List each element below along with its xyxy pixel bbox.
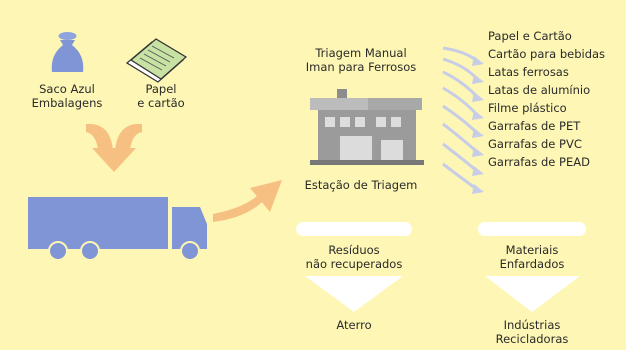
residues-funnel — [296, 222, 412, 312]
source-paper-label-line2: e cartão — [137, 96, 185, 110]
truck-to-station-arrow — [213, 180, 282, 222]
triage-title: Triagem Manual Iman para Ferrosos — [286, 46, 436, 74]
industry-label: Indústrias Recicladoras — [470, 318, 594, 346]
material-item: Latas ferrosas — [488, 65, 569, 79]
truck-icon — [28, 197, 207, 261]
material-item: Garrafas de PEAD — [488, 155, 590, 169]
paper-icon — [125, 38, 188, 83]
triage-title-line2: Iman para Ferrosos — [305, 60, 417, 74]
material-item: Filme plástico — [488, 101, 567, 115]
station-label: Estação de Triagem — [304, 178, 418, 192]
triage-title-line1: Triagem Manual — [315, 46, 407, 60]
material-item: Cartão para bebidas — [488, 47, 606, 61]
blue-bag-icon — [51, 32, 84, 72]
baled-label-line2: Enfardados — [499, 257, 565, 271]
source-paper-label: Papel e cartão — [126, 82, 196, 110]
material-stream-arrows — [442, 46, 484, 194]
industry-label-line2: Recicladoras — [495, 332, 569, 346]
source-paper-label-line1: Papel — [145, 82, 177, 96]
merge-arrow — [86, 123, 142, 172]
residues-label-line1: Resíduos — [328, 243, 380, 257]
landfill-label: Aterro — [336, 318, 372, 332]
source-bag-label-line2: Embalagens — [31, 96, 103, 110]
residues-label-line2: não recuperados — [305, 257, 403, 271]
baled-label: Materiais Enfardados — [470, 243, 594, 271]
material-item: Garrafas de PVC — [488, 137, 582, 151]
material-item: Garrafas de PET — [488, 119, 581, 133]
baled-funnel — [478, 222, 586, 312]
source-bag-label: Saco Azul Embalagens — [18, 82, 116, 110]
industry-label-line1: Indústrias — [503, 318, 561, 332]
baled-label-line1: Materiais — [505, 243, 559, 257]
factory-icon — [310, 89, 424, 165]
residues-label: Resíduos não recuperados — [282, 243, 426, 271]
material-item: Papel e Cartão — [488, 29, 572, 43]
material-item: Latas de alumínio — [488, 83, 591, 97]
source-bag-label-line1: Saco Azul — [39, 82, 95, 96]
